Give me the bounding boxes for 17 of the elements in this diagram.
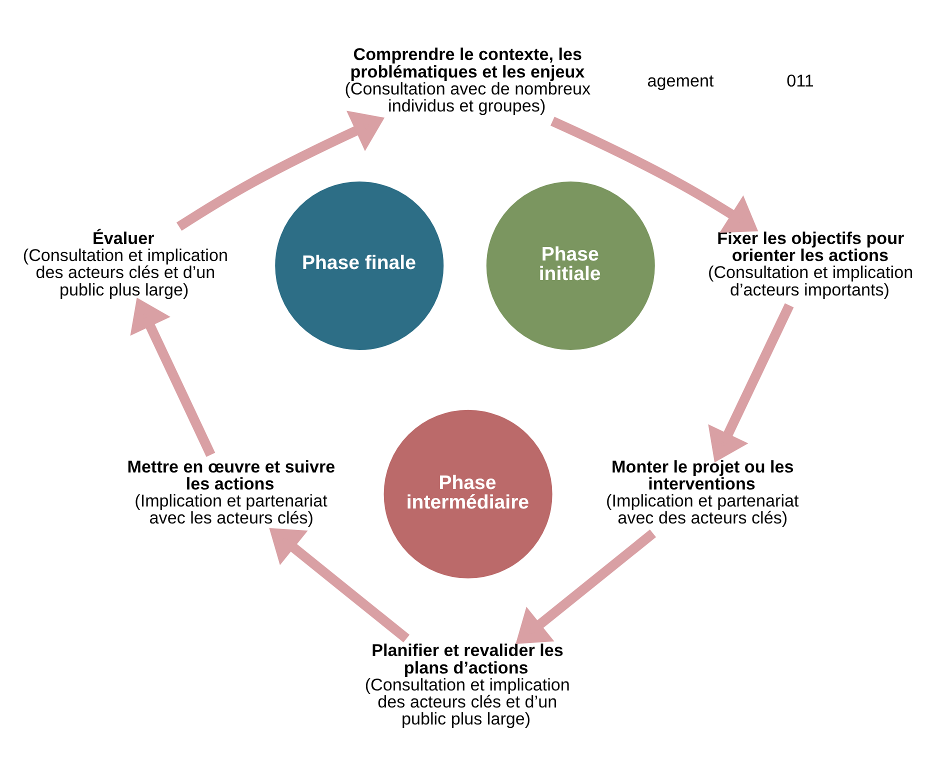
label: agement xyxy=(647,70,714,90)
node-circle: Phase intermédiaire xyxy=(384,409,552,578)
arrow xyxy=(550,116,758,232)
node-text: Évaluer (Consultation et implication des acteurs clés et d’un public plus large) xyxy=(22,228,228,299)
node-text: Fixer les objectifs pour orienter les actions (Consultation et implication d’acteurs importants) xyxy=(708,228,914,299)
node-circle: Phase initiale xyxy=(486,181,655,350)
arrow xyxy=(269,527,410,642)
arrow xyxy=(516,529,656,644)
node-text: Comprendre le contexte, les problématiques et les enjeux (Consultation avec de nombreux individus et groupes) xyxy=(344,44,591,116)
arrow xyxy=(708,302,794,462)
node-circle: Phase finale xyxy=(275,181,444,350)
arrow xyxy=(130,297,216,456)
label: 011 xyxy=(786,70,814,90)
node-text: Monter le projet ou les interventions (Implication et partenariat avec des acteurs clés) xyxy=(606,456,799,528)
node-text: Mettre en œuvre et suivre les actions (Implication et partenariat avec les acteurs clés) xyxy=(127,456,336,528)
node-text: Planifier et revalider les plans d’actions (Consultation et implication des acteurs clés et d’un public plus large) xyxy=(364,640,570,728)
arrow xyxy=(176,110,385,230)
